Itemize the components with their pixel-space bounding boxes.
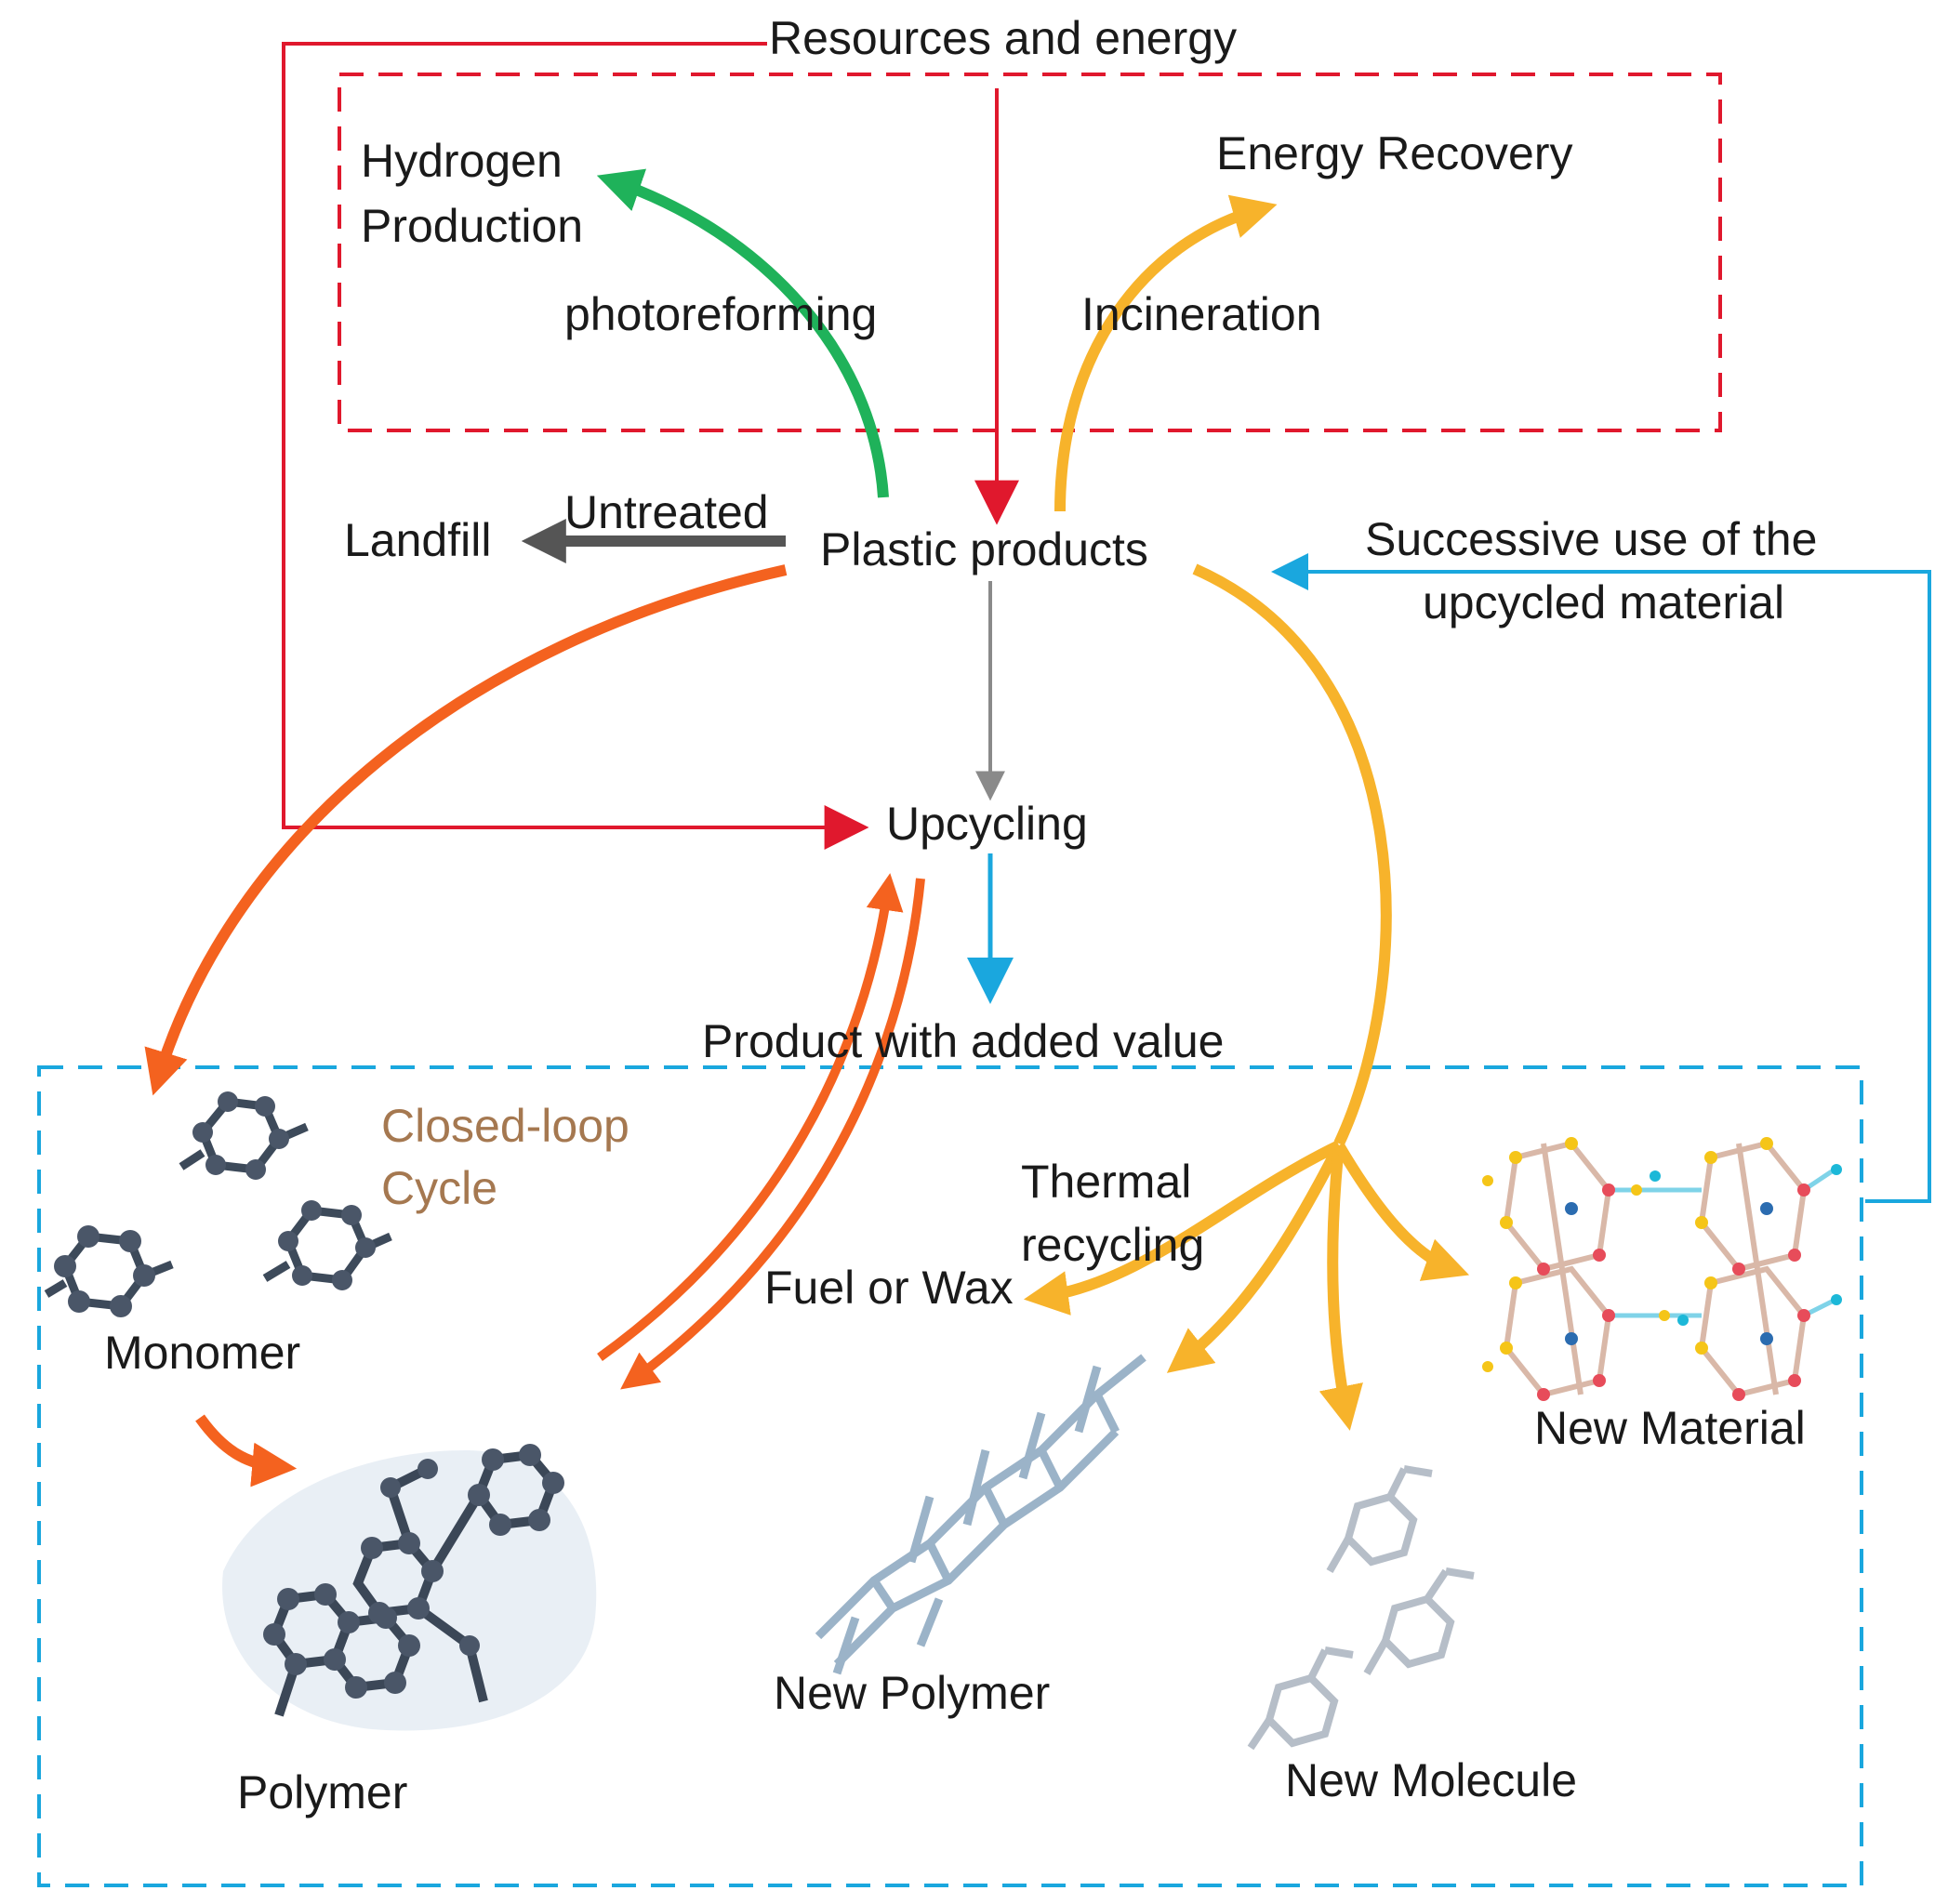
to-fuel-wax-arrow: [1023, 1140, 1342, 1316]
monomer-label: Monomer: [104, 1327, 300, 1379]
energy-recovery-label: Energy Recovery: [1216, 127, 1573, 179]
successive-use-label-line1: Successive use of the: [1365, 513, 1817, 565]
new-polymer-icon: [815, 1354, 1146, 1675]
closed-loop-label-line1: Closed-loop: [381, 1100, 629, 1152]
new-material-lattice-icon: [1482, 1137, 1842, 1401]
resources-line-to-upcycling: [282, 42, 869, 850]
polymer-molecule-icon: [222, 1444, 597, 1731]
to-new-material-arrow: [1333, 1142, 1470, 1281]
to-new-molecule-arrow: [1319, 1144, 1363, 1431]
closed-loop-label-line2: Cycle: [381, 1162, 497, 1214]
successive-use-line: [1271, 553, 1931, 1203]
hydrogen-label-line1: Hydrogen: [361, 135, 563, 187]
monomer-to-polymer-arrow: [195, 1414, 298, 1488]
successive-use-label-line2: upcycled material: [1423, 576, 1784, 628]
polymer-label: Polymer: [237, 1766, 407, 1818]
photoreforming-label: photoreforming: [564, 288, 877, 340]
landfill-label: Landfill: [344, 514, 491, 566]
product-added-value-label: Product with added value: [702, 1015, 1224, 1067]
new-polymer-label: New Polymer: [774, 1667, 1050, 1719]
untreated-label: Untreated: [564, 486, 769, 538]
new-molecule-icon: [1247, 1465, 1475, 1751]
photoreforming-arrow: [596, 168, 889, 498]
thermal-recycling-label-line2: recycling: [1021, 1219, 1204, 1271]
new-material-label: New Material: [1534, 1402, 1806, 1454]
upcycling-label: Upcycling: [886, 798, 1088, 850]
new-molecule-label: New Molecule: [1285, 1754, 1577, 1806]
fuel-wax-label: Fuel or Wax: [764, 1262, 1014, 1314]
upcycling-to-polymer-arrow: [620, 878, 925, 1390]
resources-energy-label: Resources and energy: [769, 12, 1237, 64]
to-new-polymer-arrow: [1166, 1143, 1345, 1373]
plastic-products-label: Plastic products: [820, 523, 1148, 575]
hydrogen-label-line2: Production: [361, 200, 583, 252]
incineration-label: Incineration: [1081, 288, 1322, 340]
thermal-recycling-arrow: [1192, 563, 1392, 1146]
energy-recovery-box: [338, 73, 1722, 432]
closed-loop-box: [37, 1065, 1863, 1887]
thermal-recycling-label-line1: Thermal: [1021, 1156, 1191, 1208]
plastic-to-monomer-arrow: [144, 564, 788, 1096]
polymer-to-upcycling-arrow: [597, 873, 904, 1362]
monomer-atoms: [54, 1091, 376, 1317]
incineration-arrow: [1054, 194, 1278, 512]
